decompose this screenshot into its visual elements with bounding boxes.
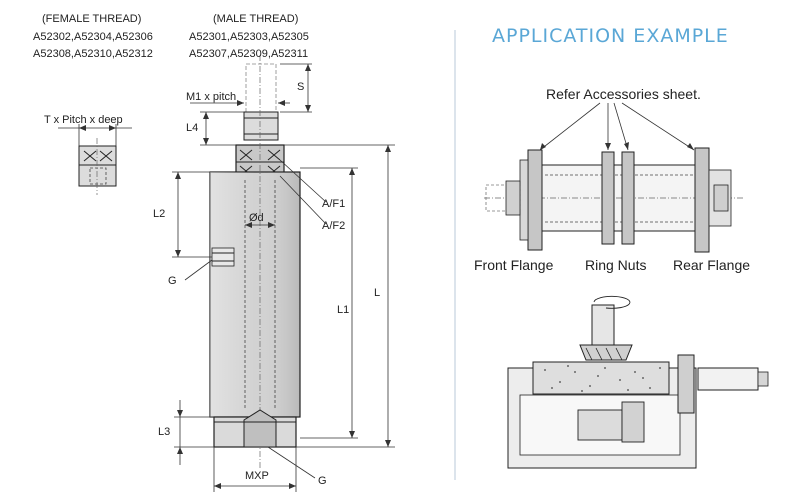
female-thread-models-line1: A52302,A52304,A52306 <box>33 31 153 43</box>
refer-accessories-note: Refer Accessories sheet. <box>546 86 701 102</box>
male-thread-models-line2: A52307,A52309,A52311 <box>189 48 309 60</box>
male-thread-heading: (MALE THREAD) <box>213 13 299 25</box>
male-thread-stud <box>243 111 279 141</box>
app-front-flange <box>527 149 543 251</box>
dim-label-g-side: G <box>168 275 177 287</box>
rear-flange-label: Rear Flange <box>673 257 751 273</box>
app-cutter-spindle <box>591 304 615 346</box>
app-workpiece <box>532 361 670 395</box>
dim-label-l1: L1 <box>337 304 350 316</box>
ring-nuts-label: Ring Nuts <box>585 257 647 273</box>
dim-label-mxp: MXP <box>245 470 269 482</box>
app-ring-nut-1 <box>601 151 615 245</box>
dim-label-l4: L4 <box>186 122 199 134</box>
dim-label-l3: L3 <box>158 426 171 438</box>
dim-label-af2: A/F2 <box>322 220 346 232</box>
application-title: APPLICATION EXAMPLE <box>492 25 729 47</box>
front-flange-label: Front Flange <box>474 257 554 273</box>
dim-label-g-bottom: G <box>318 475 327 487</box>
app-ring-nut-2 <box>621 151 635 245</box>
dim-label-af1: A/F1 <box>322 198 346 210</box>
dim-label-s: S <box>297 81 305 93</box>
app-side-cylinder <box>697 367 759 391</box>
female-thread-heading: (FEMALE THREAD) <box>42 13 142 25</box>
dim-label-od: Ød <box>249 212 264 224</box>
dim-label-m1: M1 x pitch <box>186 91 237 103</box>
male-thread-models-line1: A52301,A52303,A52305 <box>189 31 309 43</box>
dim-label-l2: L2 <box>153 208 166 220</box>
female-thread-models-line2: A52308,A52310,A52312 <box>33 48 153 60</box>
bottom-port <box>243 409 277 448</box>
dim-label-l: L <box>374 287 381 299</box>
dim-label-thread-depth: T x Pitch x deep <box>44 114 123 126</box>
app-rear-flange <box>694 147 710 253</box>
